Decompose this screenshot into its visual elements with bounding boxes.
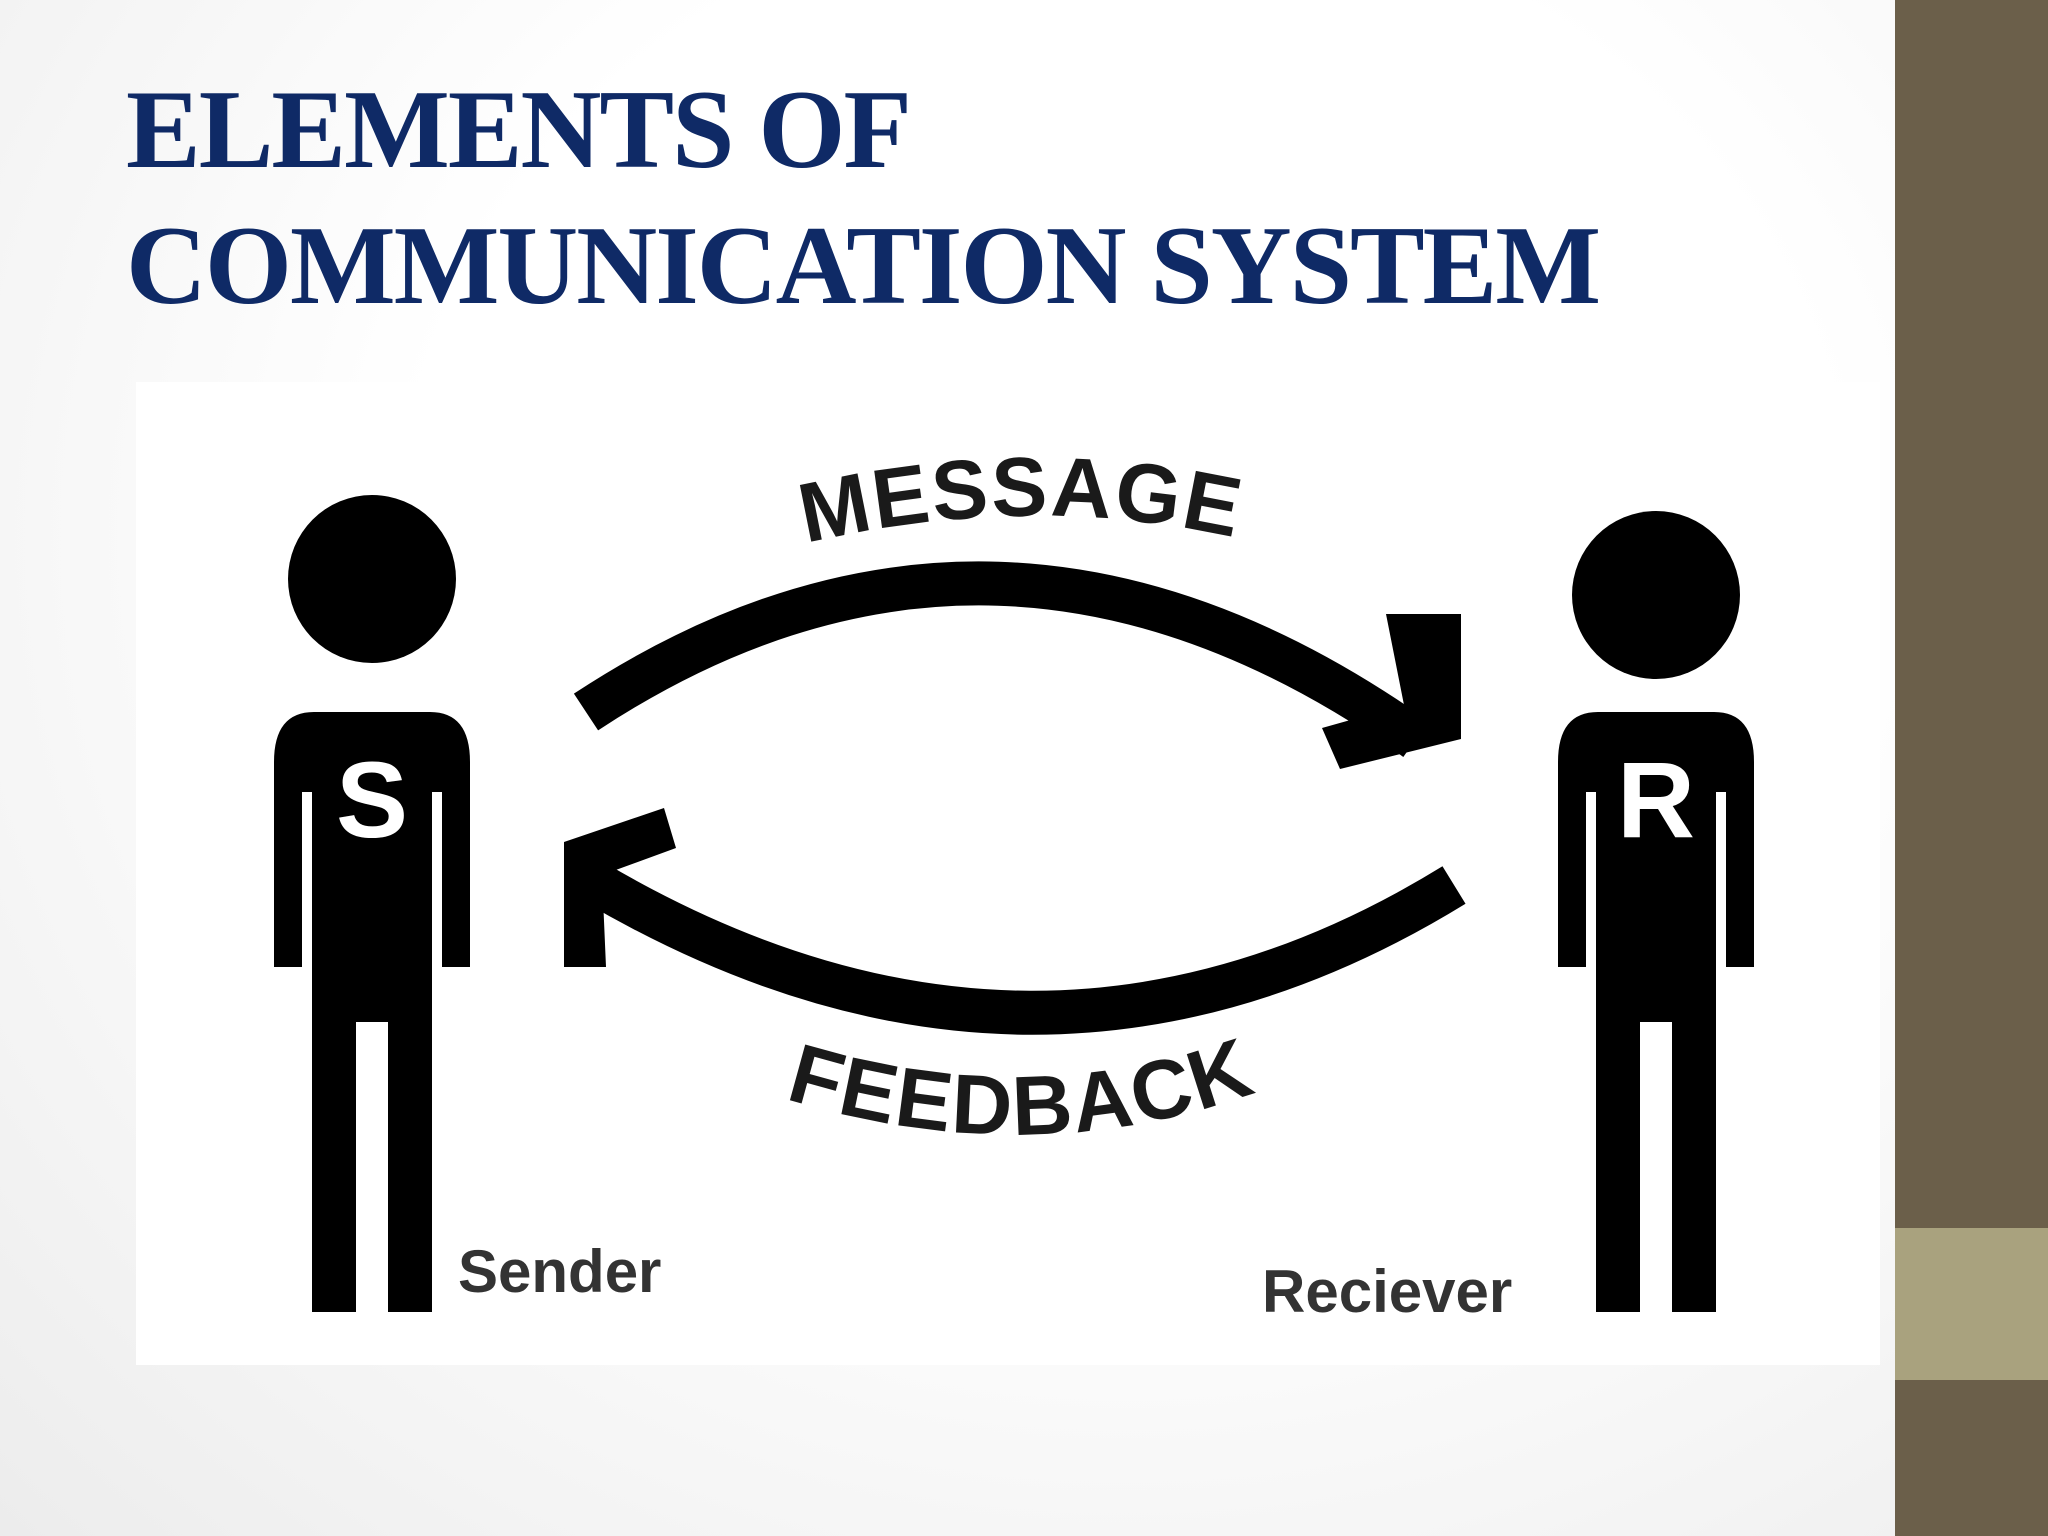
receiver-caption: Reciever [1262,1258,1512,1325]
sender-initial: S [336,739,408,860]
receiver-figure: R [1558,511,1754,1312]
sender-figure: S [274,495,470,1312]
receiver-body [1558,712,1754,1312]
sender-head [288,495,456,663]
sender-body [274,712,470,1312]
feedback-label: FEEDBACK [780,1019,1264,1153]
feedback-arrow [564,808,1466,1035]
slide-title: ELEMENTS OF COMMUNICATION SYSTEM [126,68,1601,328]
receiver-initial: R [1617,739,1695,860]
communication-diagram: S R MESSAGE FEEDBACK Sender Reciever [136,382,1880,1365]
sender-caption: Sender [458,1238,661,1305]
side-bar-accent [1895,1228,2048,1380]
receiver-head [1572,511,1740,679]
message-label: MESSAGE [791,439,1251,560]
message-arrow [573,561,1461,769]
